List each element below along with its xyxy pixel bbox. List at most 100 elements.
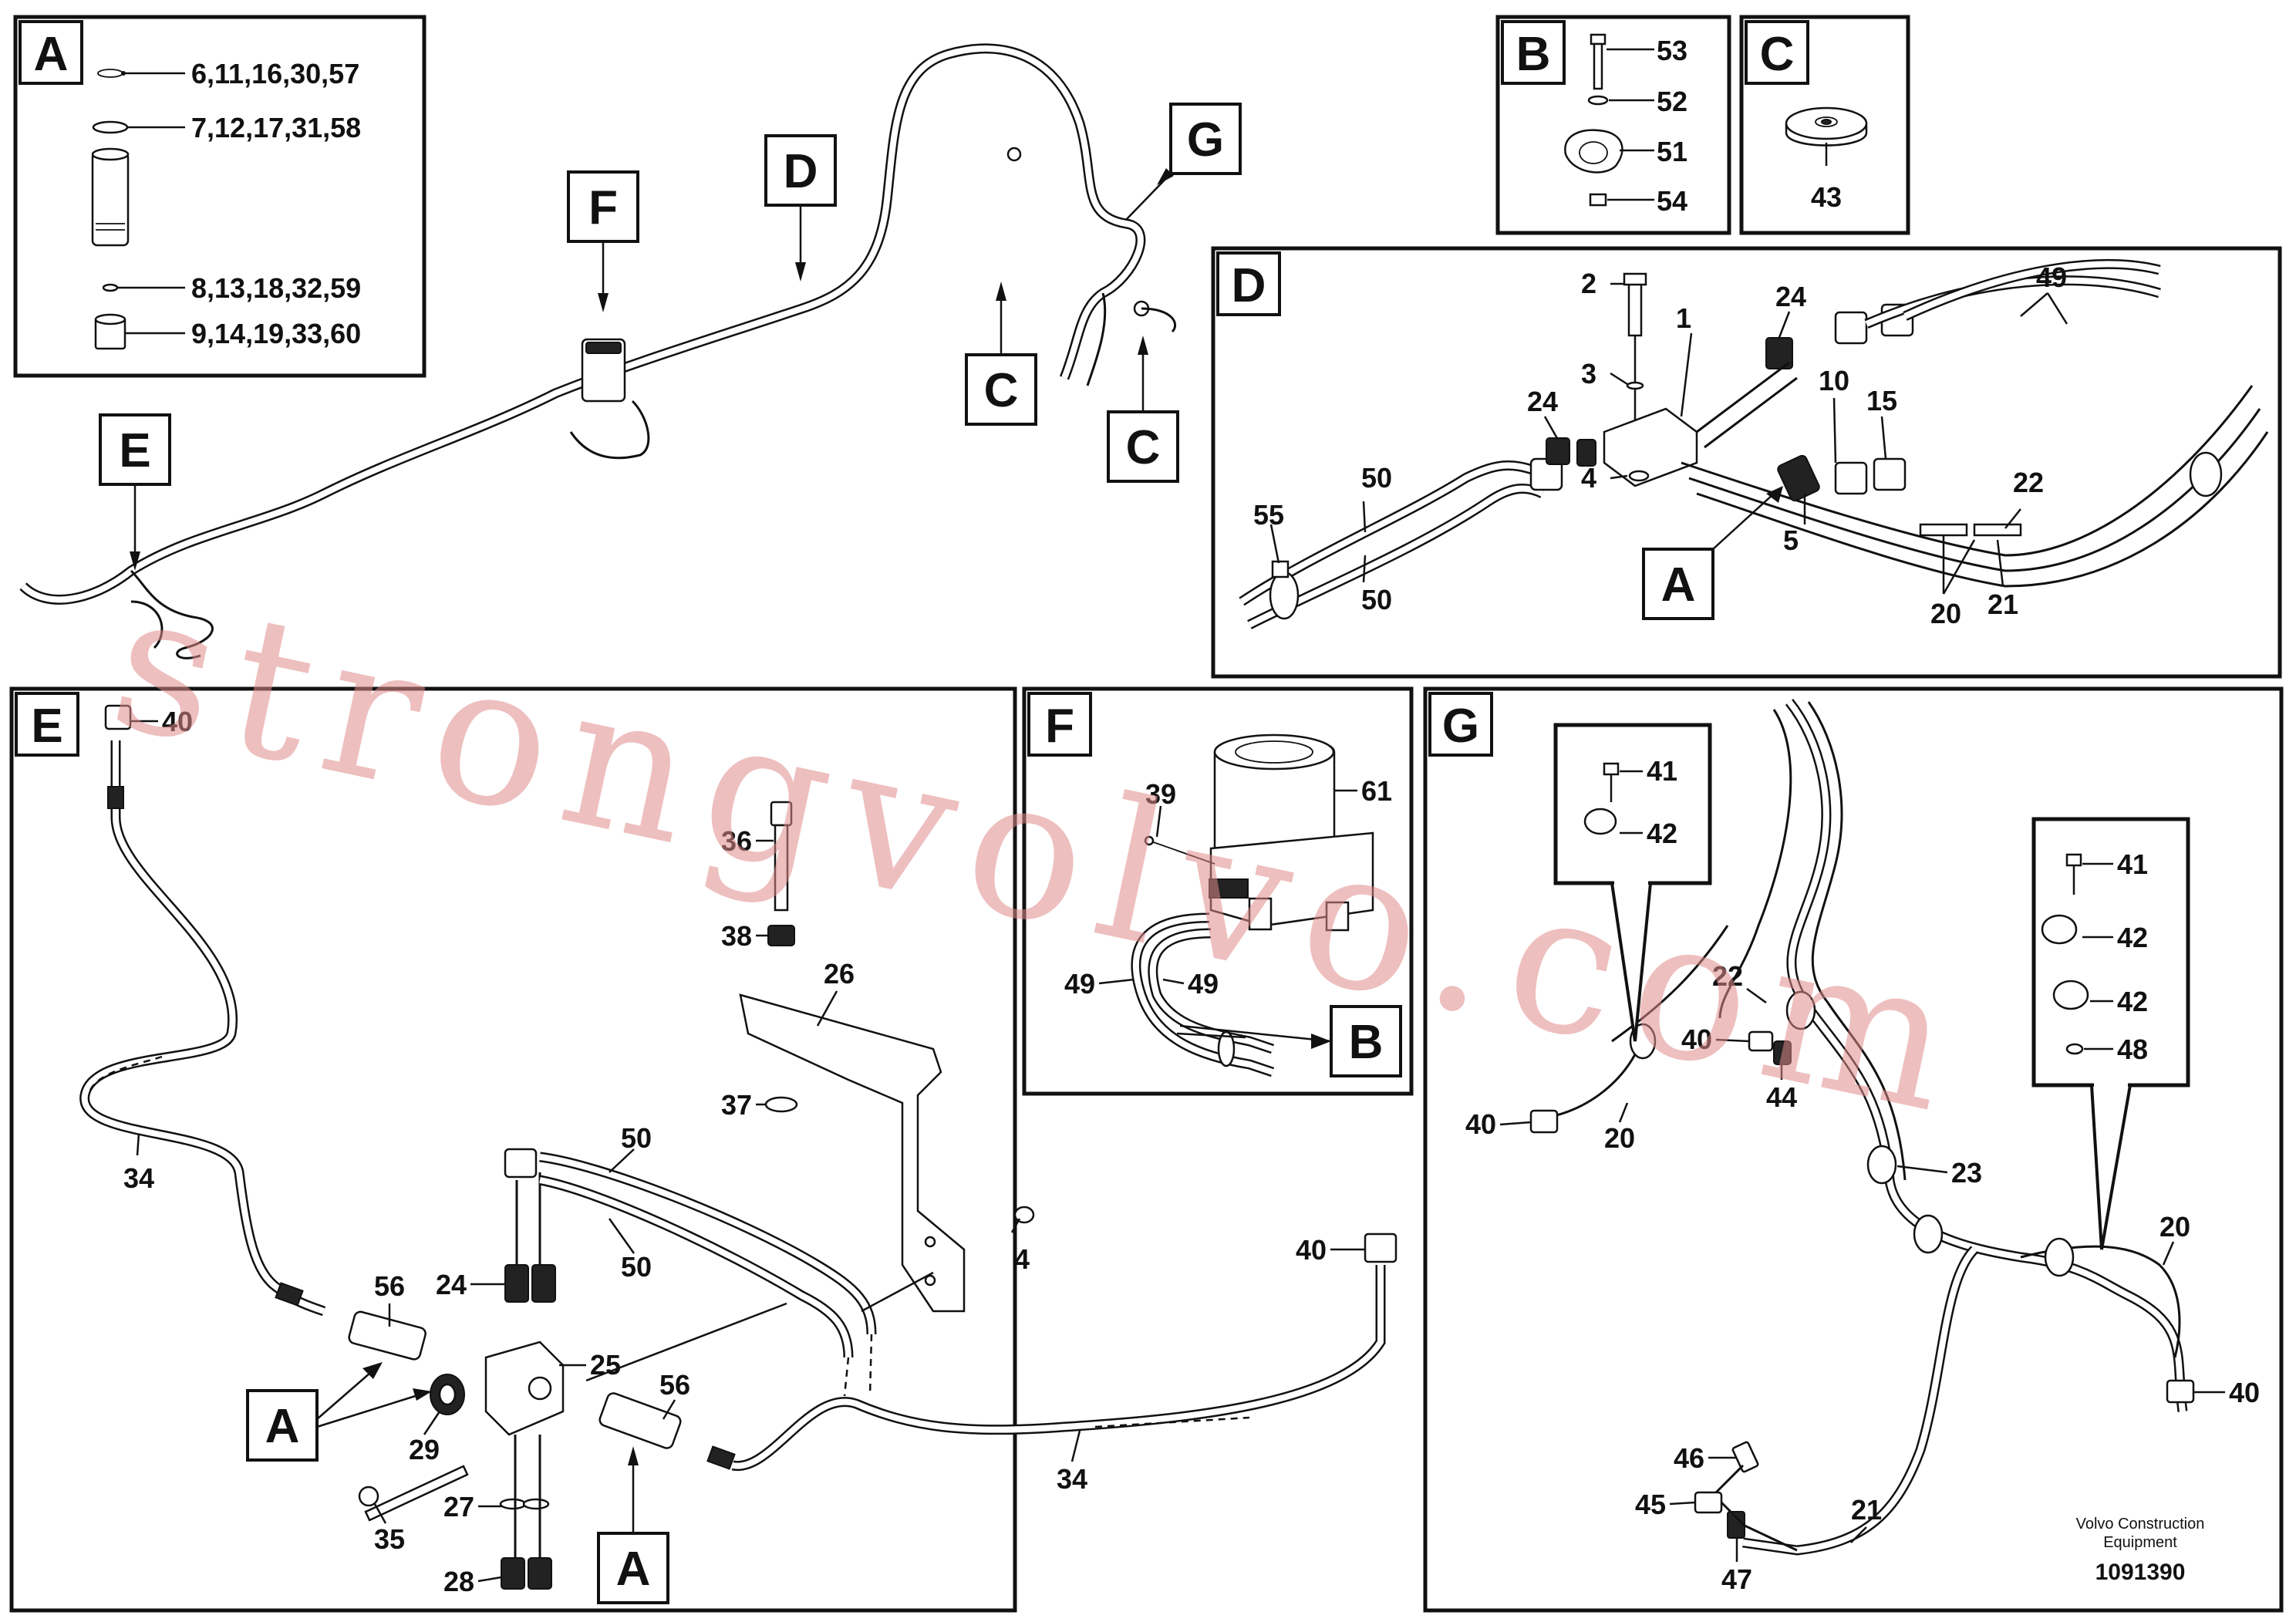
callout-a-orings-thin: 6,11,16,30,57 <box>191 58 359 89</box>
callout-f-sensor: 61 <box>1361 775 1392 807</box>
tag-f-text: F <box>588 181 618 234</box>
overview-tags: F D G C C E <box>99 103 1242 571</box>
elbow-40-g-right <box>2166 1379 2195 1404</box>
bolt-2 <box>1627 280 1643 337</box>
elbow-40-g-left <box>1529 1109 1559 1134</box>
panel-d: D <box>1211 246 2282 679</box>
panel-c-tag <box>1745 20 1809 85</box>
panel-f-tag <box>1027 692 1092 757</box>
sleeve-56-right <box>598 1392 682 1449</box>
washer-27 <box>499 1498 527 1510</box>
fitting-15 <box>1873 457 1907 491</box>
panel-e-tag-a-left <box>246 1389 319 1462</box>
callout-e-tee: 25 <box>590 1349 621 1381</box>
o-ring <box>92 120 129 134</box>
callout-d-clamp: 55 <box>1253 499 1284 531</box>
panel-g-tag <box>1428 692 1493 757</box>
callout-e-bolt-35: 35 <box>374 1523 405 1555</box>
tag-e-text: E <box>119 424 150 477</box>
callout-d-hose-50-upper: 50 <box>1361 462 1392 494</box>
callout-d-hose-22: 22 <box>2013 467 2044 498</box>
callout-f-hose-left: 49 <box>1064 968 1095 1000</box>
ferrule-top <box>107 786 124 809</box>
panel-e: E <box>9 686 1397 1613</box>
callout-d-sleeve: 5 <box>1783 524 1799 556</box>
callout-g-hose-21: 21 <box>1851 1494 1882 1526</box>
nut-48 <box>2065 1043 2084 1055</box>
nut-b <box>1589 193 1607 207</box>
branch-to-e <box>130 569 214 659</box>
adapter-45 <box>1694 1491 1723 1514</box>
callout-d-hose-20: 20 <box>1930 598 1961 629</box>
panel-b-tag-text: B <box>1516 28 1551 81</box>
callout-d-hose-50-lower: 50 <box>1361 584 1392 615</box>
panel-g: G <box>1423 686 2284 1613</box>
ferrule-21 <box>1973 523 2022 537</box>
callout-g-clamp-b: 42 <box>2117 922 2148 953</box>
callout-e-elbow-right: 40 <box>1296 1234 1327 1266</box>
panel-c-tag-text: C <box>1760 28 1795 81</box>
panel-a-tag <box>19 20 83 85</box>
panel-d-tag-text: D <box>1232 259 1266 312</box>
callout-e-hose-34-right: 34 <box>1057 1463 1087 1495</box>
callout-e-hose-50-upper: 50 <box>621 1122 652 1154</box>
sleeve-5 <box>1777 454 1820 502</box>
fitting-10 <box>1834 461 1868 495</box>
bolt-b <box>1590 33 1607 46</box>
panel-a-frame <box>13 15 426 378</box>
panel-d-tag-a <box>1642 548 1714 620</box>
connector-block <box>1209 878 1249 899</box>
panel-b: B 53 52 51 54 <box>1495 15 1731 235</box>
panel-a: A 6,11,16,30,57 7,12,17,31,58 8,13,18,32… <box>13 15 426 378</box>
bushing-38 <box>767 925 795 946</box>
ferrule-20 <box>1919 523 1968 537</box>
clamp-42-c <box>2052 980 2089 1010</box>
callout-g-elbow-right: 40 <box>2229 1377 2260 1408</box>
panel-f-tag-b-text: B <box>1349 1016 1384 1069</box>
tag-e <box>99 413 171 486</box>
fitting-49-a <box>1834 311 1868 345</box>
callout-a-washers: 8,13,18,32,59 <box>191 272 361 304</box>
bracket-26 <box>739 993 966 1313</box>
panel-c: C 43 <box>1739 15 1910 235</box>
panel-f-tag-text: F <box>1045 700 1074 753</box>
clamp-55 <box>1269 571 1300 620</box>
panel-e-tag <box>15 692 79 757</box>
nut-4 <box>1628 470 1650 482</box>
callout-g-elbow-mid: 40 <box>1681 1023 1712 1055</box>
tag-d <box>764 134 837 207</box>
callout-d-fitting-15: 15 <box>1866 385 1897 416</box>
callout-g-adapter-45: 45 <box>1635 1489 1666 1520</box>
callout-b-clamp: 51 <box>1657 136 1687 167</box>
bolt-41-b <box>2065 853 2082 867</box>
o-ring-thin <box>97 69 123 78</box>
tag-c-2-text: C <box>1126 421 1161 474</box>
plug-28 <box>501 1557 525 1590</box>
callout-g-adapter-44: 44 <box>1766 1081 1797 1113</box>
adapter-24-e <box>504 1264 529 1303</box>
panel-e-frame <box>9 686 1017 1613</box>
tag-c-1 <box>965 353 1037 426</box>
panel-e-tag-text: E <box>31 700 62 753</box>
callout-g-clamp-c: 42 <box>2117 986 2148 1017</box>
footer-drawing-number: 1091390 <box>2095 1560 2186 1585</box>
callout-g-adapter-46: 46 <box>1674 1442 1704 1474</box>
panel-d-tag-a-text: A <box>1661 558 1696 612</box>
clamp-d-right <box>2189 451 2223 497</box>
callout-g-hose-20-right: 20 <box>2159 1211 2190 1243</box>
elbow-40-right <box>1364 1233 1397 1263</box>
hose-22-g <box>1807 701 1907 1181</box>
panel-b-frame <box>1495 15 1731 235</box>
clamp-g-3 <box>1913 1214 1944 1254</box>
callout-g-nut: 48 <box>2117 1034 2148 1065</box>
nut-37 <box>764 1096 798 1113</box>
clamp-42-a <box>1583 808 1617 835</box>
washer-3 <box>1626 381 1644 390</box>
screw-39 <box>1144 835 1155 846</box>
callout-b-washer: 52 <box>1657 86 1687 117</box>
panel-d-tag <box>1216 251 1281 316</box>
callout-e-bolt: 36 <box>721 825 752 857</box>
callout-g-bolt-b: 41 <box>2117 848 2148 880</box>
callout-f-screw: 39 <box>1145 778 1176 810</box>
